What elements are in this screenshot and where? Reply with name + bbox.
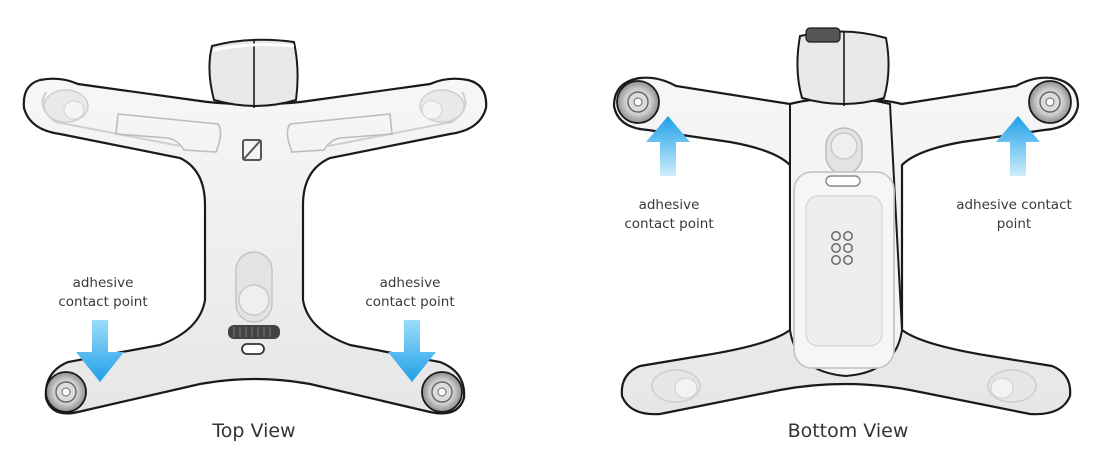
top-view-caption: Top View — [212, 420, 296, 442]
bottom-view-mount-left — [616, 80, 660, 124]
top-view-body — [22, 77, 488, 415]
top-view-mount-left — [45, 371, 87, 413]
label-line: contact point — [58, 294, 148, 310]
label-line: adhesive — [379, 275, 441, 291]
top-view-left-slot — [115, 113, 222, 153]
top-view-drone — [22, 38, 488, 415]
brand-logo-icon — [242, 139, 262, 161]
bottom-view-arrow-left arrow-icon — [646, 116, 690, 176]
label-line: adhesive contact — [956, 197, 1072, 213]
label-line: adhesive — [72, 275, 134, 291]
top-view-grille — [228, 325, 280, 339]
bottom-view-camera-head — [796, 30, 890, 105]
bottom-view-drone — [612, 27, 1080, 416]
label-line: point — [996, 216, 1032, 232]
bottom-view-right-label: adhesive contact point — [944, 196, 1084, 234]
top-view-right-label: adhesive contact point — [340, 274, 480, 312]
top-view-right-slot — [286, 113, 393, 153]
top-view-arrow-left arrow-icon — [76, 320, 124, 382]
label-line: contact point — [365, 294, 455, 310]
top-view-mount-right — [421, 371, 463, 413]
bottom-view-arrow-right arrow-icon — [996, 116, 1040, 176]
top-view-port — [241, 343, 265, 355]
bottom-view-left-label: adhesive contact point — [599, 196, 739, 234]
top-view-arrow-right arrow-icon — [388, 320, 436, 382]
top-view-left-label: adhesive contact point — [33, 274, 173, 312]
label-line: adhesive — [638, 197, 700, 213]
bottom-view-caption: Bottom View — [787, 420, 909, 442]
led-cluster-icon — [831, 231, 853, 265]
bottom-view-mount-right — [1028, 80, 1072, 124]
label-line: contact point — [624, 216, 714, 232]
